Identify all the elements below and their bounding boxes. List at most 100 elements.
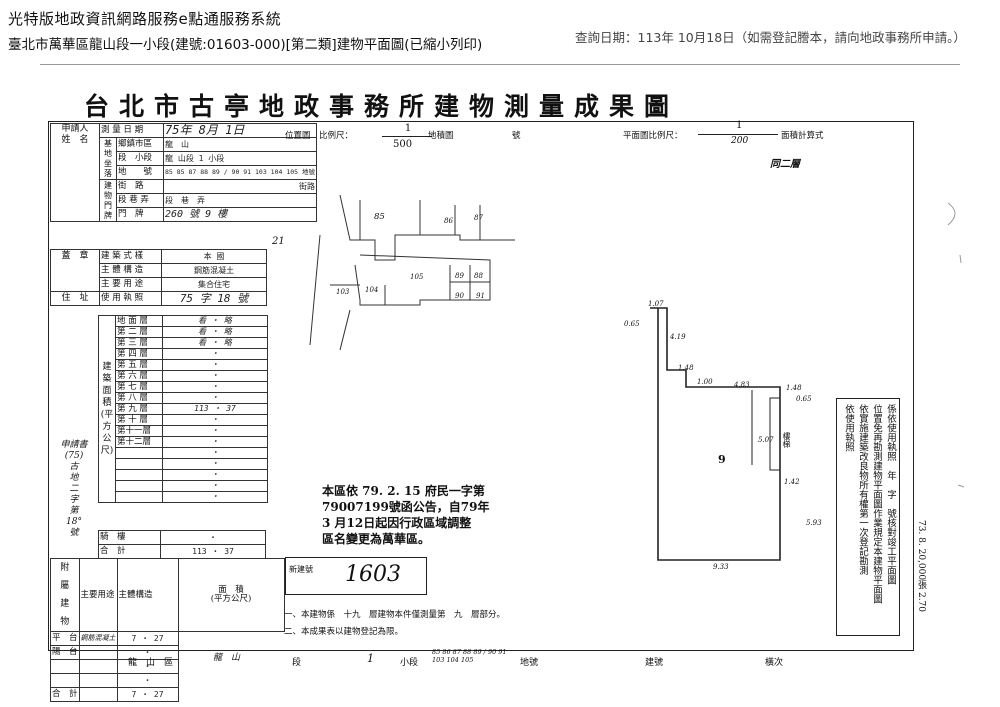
- floor-label: [115, 447, 163, 459]
- district-notice: 本區依 79. 2. 15 府民一字第 79007199號函公告，自79年 3 …: [322, 483, 490, 547]
- attached-use-header: 主要用途: [78, 558, 118, 632]
- location-map: [309, 194, 515, 351]
- floor-row: 第 八 層・: [50, 392, 268, 404]
- floor-row: ・: [50, 480, 268, 492]
- dim-1: 1.07: [648, 300, 664, 308]
- building-info-table: 蓋 章 建 築 式 樣 本 國 主 體 構 造 鋼筋混凝土 主 要 用 途 集合…: [50, 249, 267, 306]
- total-value: 113 ・ 37: [160, 544, 266, 559]
- scan-margin-marks: [947, 202, 965, 488]
- stair-label: 樓梯: [782, 432, 791, 448]
- bottom-parcel-label: 地號: [520, 658, 539, 668]
- dim-2: 0.65: [624, 320, 640, 328]
- applicant-label: 申請人 姓 名: [50, 123, 100, 222]
- usage-value: 集合住宅: [161, 277, 267, 292]
- attached-row: ・: [50, 673, 285, 688]
- district-label: 鄉鎮市區: [116, 137, 164, 152]
- floor-area-value: 看 ・ 略: [162, 337, 268, 349]
- floor-row: 第十一層・: [50, 425, 268, 437]
- bottom-bldg-label: 建號: [645, 658, 664, 668]
- floor-area-value: ・: [162, 392, 268, 404]
- document-frame: [48, 121, 914, 651]
- street-value: 街路: [163, 179, 317, 194]
- survey-date-label: 測 量 日 期: [99, 123, 164, 138]
- address-label: 住 址: [50, 291, 100, 306]
- system-title: 光特版地政資訊網路服務e點通服務系統: [8, 10, 282, 28]
- floor-area-value: 113 ・ 37: [162, 403, 268, 415]
- floor-number-9: 9: [718, 453, 726, 466]
- stamp-label: 新建號: [289, 565, 313, 574]
- bottom-district-label: 龍 山 區: [128, 658, 174, 668]
- number-label: 門 牌: [116, 207, 164, 222]
- dim-10: 0.65: [796, 395, 812, 403]
- parcel-103: 103: [336, 288, 350, 296]
- attached-total-label: 合 計: [50, 687, 80, 702]
- floor-row: ・: [50, 447, 268, 459]
- number-value: 260 號 9 樓: [163, 207, 317, 222]
- style-value: 本 國: [161, 249, 267, 264]
- dim-6: 4.83: [734, 381, 750, 389]
- floor-label: 第 八 層: [115, 392, 163, 404]
- attached-use: [50, 659, 80, 674]
- structure-value: 鋼筋混凝土: [161, 263, 267, 278]
- dim-3: 4.19: [670, 333, 686, 341]
- parcel-hao: 號: [512, 131, 521, 141]
- attached-area: ・: [116, 673, 179, 688]
- floor-area-value: ・: [162, 381, 268, 393]
- floor-area-value: ・: [162, 348, 268, 360]
- floor-label: 第 十 層: [115, 414, 163, 426]
- plan-scale-bar: [698, 134, 778, 135]
- floor-label: [115, 491, 163, 503]
- survey-form-table: 申請人 姓 名 測 量 日 期 75年 8月 1日 基 地 坐 落 鄉鎮市區 龍…: [50, 123, 317, 222]
- parcel-88: 88: [474, 272, 483, 280]
- floor-label: 地 面 層: [115, 315, 163, 327]
- application-number: 申請書 (75) 古 地 二 字 第 18° 號: [60, 440, 88, 538]
- parcel-89: 89: [455, 272, 464, 280]
- structure-label: 主 體 構 造: [99, 263, 162, 278]
- street-label: 街 路: [116, 179, 164, 194]
- balcony-label: 騎 樓: [98, 530, 161, 545]
- dim-12: 5.93: [806, 519, 822, 527]
- location-scale-bar: [382, 136, 432, 137]
- total-label: 合 計: [98, 544, 161, 559]
- plan-scale-denominator: 200: [731, 136, 749, 146]
- note-line-1: 一、本建物係 十九 層建物本件僅測量第 九 層部分。: [284, 610, 506, 620]
- attached-label: 附 屬 建 物: [50, 558, 80, 632]
- floor-area-value: ・: [162, 436, 268, 448]
- floor-area-group-label: 建 築 面 積 (平 方 公 尺): [98, 315, 116, 503]
- floor-label: 第 七 層: [115, 381, 163, 393]
- parcel-85: 85: [374, 212, 385, 222]
- plan-scale-label: 平面圖比例尺：: [623, 131, 683, 141]
- floor-label: 第 五 層: [115, 359, 163, 371]
- cert-line-1: 依使用執照: [843, 404, 854, 452]
- floor-area-value: ・: [162, 469, 268, 481]
- floor-area-value: ・: [162, 425, 268, 437]
- attached-area: 7 ・ 27: [116, 631, 179, 646]
- dim-7: 5.07: [758, 436, 774, 444]
- bottom-sub-label: 小段: [400, 658, 419, 668]
- floor-label: 第 二 層: [115, 326, 163, 338]
- floor-label: 第十二層: [115, 436, 163, 448]
- attached-struct: [78, 645, 118, 660]
- floor-area-value: ・: [162, 447, 268, 459]
- dim-5: 1.00: [697, 378, 713, 386]
- floor-label: 第十一層: [115, 425, 163, 437]
- bottom-district-value: 龍 山: [213, 653, 241, 663]
- floor-area-value: ・: [162, 458, 268, 470]
- cert-line-4: 係依使用執照 年 字 號核對竣工平面圖: [885, 404, 896, 585]
- permit-label: 使 用 執 照: [99, 291, 162, 306]
- land-location-label: 基 地 坐 落: [99, 137, 117, 180]
- parcel-86: 86: [444, 217, 453, 225]
- notice-line-3: 3 月12日起因行政區域調整: [322, 516, 472, 530]
- attached-struct: 鋼筋混凝土: [78, 631, 118, 646]
- parcel-value: 85 85 87 88 89 / 90 91 103 104 105 地號: [163, 165, 317, 180]
- permit-value: 75 字 18 號: [161, 291, 267, 306]
- cert-line-3: 位置免再勘測建物平面圖作業規定本建物平面圖: [871, 404, 882, 604]
- floor-label: 第 六 層: [115, 370, 163, 382]
- style-label: 建 築 式 樣: [99, 249, 162, 264]
- note-line-2: 二、本成果表以建物登記為限。: [284, 627, 404, 637]
- query-date: 查詢日期：113年 10月18日（如需登記謄本，請向地政事務所申請。）: [575, 30, 966, 45]
- attached-row: ・: [50, 659, 285, 674]
- section-value: 龍 山段 1 小段: [163, 151, 317, 166]
- dim-13: 1.42: [784, 478, 800, 486]
